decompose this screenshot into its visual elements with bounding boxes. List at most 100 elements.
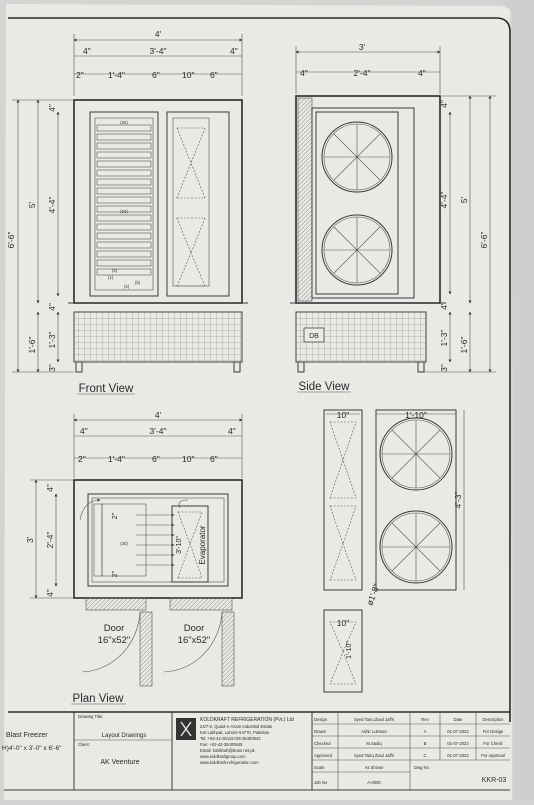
tb-role: Scale [314, 765, 325, 770]
dim-front-s3: 6" [152, 70, 160, 80]
tb-role: Job No [314, 780, 328, 785]
dim-side-base-h: 1'-6" [459, 337, 469, 354]
tb-date: Date [454, 717, 464, 722]
side-view-title: Side View [299, 381, 351, 393]
dim-front-inner: 3'-4" [150, 46, 167, 56]
plan-tray-mark: (20) [120, 541, 128, 546]
tray-mark: (4) [112, 268, 118, 273]
tb-rev: A [424, 729, 427, 734]
sheet-border [8, 17, 511, 722]
dim-side-inner-h: 4'-4" [439, 192, 449, 209]
front-rack-frame [89, 111, 159, 297]
tb-desc: For Design [483, 729, 504, 734]
dim-front-s4: 10" [182, 70, 194, 80]
side-insulation [297, 97, 313, 302]
tb-date: 01-07-2022 [447, 753, 469, 758]
dim-front-inner-h: 4'-4" [47, 197, 57, 214]
dim-front-width: 4' [155, 29, 162, 39]
dim-front-base-h: 1'-6" [27, 337, 37, 354]
tb-name: As Shown [365, 765, 385, 770]
dim-front-body-h: 5' [27, 201, 37, 208]
tb-rev: B [424, 741, 427, 746]
drawing-title: Layout Drawings [102, 733, 147, 739]
dim-plan-inner-depth: 2'-4" [45, 532, 55, 549]
tb-desc: Description [483, 717, 505, 722]
evaporator-label: Evaporator [198, 525, 207, 564]
side-fan-lower [321, 214, 393, 286]
dim-plan-s1: 2" [78, 454, 86, 464]
dim-plan-right: 4" [228, 426, 236, 436]
plan-view: (20) Evaporator 3'-10" 2" 2" Door 16"x52… [25, 410, 243, 705]
dim-plan-depth: 3' [25, 536, 35, 543]
dim-fan-top: 10" [337, 410, 349, 420]
tb-date: 01-07-2022 [447, 729, 469, 734]
tray-mark: (20) [120, 120, 128, 125]
tb-rev: C [423, 753, 426, 758]
dim-side-bottom-gap: 4" [439, 302, 449, 310]
front-view-title: Front View [79, 383, 134, 395]
fan-detail-upper [379, 417, 453, 491]
dim-side-top: 4" [439, 100, 449, 108]
paper [4, 4, 512, 800]
dim-front-s1: 2" [76, 70, 84, 80]
tb-name: Ashir Lukman [361, 729, 387, 734]
dim-front-top: 4" [47, 104, 57, 112]
plan-view-title: Plan View [73, 693, 125, 705]
plan-airflow-arrows [136, 513, 175, 567]
dim-plan-left: 4" [80, 426, 88, 436]
dim-side-leg: 3" [439, 364, 449, 372]
company-logo [176, 718, 196, 740]
door-leaf-right [221, 611, 235, 687]
company-address-1: 24/7-5, Quaid-e-Azam Industrial Estate [200, 724, 273, 729]
dim-front-s5: 6" [210, 70, 218, 80]
company-email: Email: koldkraft@brain.net.pk [200, 748, 256, 753]
tb-role: Approved [314, 753, 333, 758]
dim-plan-s2: 1'-4" [108, 454, 125, 464]
tb-role: Checked [314, 741, 331, 746]
client-label: Client: [78, 742, 90, 747]
db-box [303, 327, 325, 343]
side-leg [417, 361, 425, 373]
door-leaf-left [139, 611, 153, 687]
company-web-2: www.koldkraft-refrigeration.com [200, 760, 259, 765]
tray-mark: (2) [124, 284, 130, 289]
drawing-title-label: Drawing Title: [78, 714, 103, 719]
dim-side-left: 4" [300, 68, 308, 78]
front-view: (20) (10) (4) (1) (2) (5) 4' 4" 3'-4" 4"… [6, 29, 248, 395]
fan-detail-wide [375, 409, 457, 591]
plan-body [73, 479, 243, 599]
door-swing-right [163, 611, 223, 673]
dim-side-inner: 2'-4" [354, 68, 371, 78]
front-evap-frame [166, 111, 230, 297]
dim-plan-bottom: 4" [45, 589, 55, 597]
company-fax: Fax: +92-42-35400645 [200, 742, 243, 747]
tray-mark: (1) [108, 275, 114, 280]
fan-detail-narrow [323, 409, 363, 591]
dim-front-s2: 1'-4" [108, 70, 125, 80]
side-view: DB 3' 4" 2'-4" 4" 6'-6" 5' 4'-4" 4" 4" 1… [290, 42, 496, 393]
door2-size: 16"x52" [178, 635, 211, 646]
dim-side-width: 3' [359, 42, 366, 52]
front-leg [233, 361, 241, 373]
tb-name: A-0000 [367, 780, 381, 785]
dim-front-leg: 3" [47, 364, 57, 372]
company-web-1: www.koldkraftgroup.com [200, 754, 246, 759]
door-swing-left [81, 611, 141, 673]
door2-label: Door [184, 623, 205, 634]
dim-plan-top: 4" [45, 484, 55, 492]
side-fan-upper [321, 121, 393, 193]
dim-fan-right-h: 4'-3" [453, 492, 463, 509]
tb-role: Drawn [314, 729, 327, 734]
dim-plan-tray-a: 2" [112, 512, 119, 519]
company-name: KOLDKRAFT REFRIGERATION (Pvt.) Ltd [200, 717, 294, 723]
dim-side-overall-h: 6'-6" [479, 232, 489, 249]
db-label: DB [309, 333, 319, 340]
tb-dwg-label: Dwg No [414, 765, 430, 770]
tb-role: Design [314, 717, 328, 722]
plan-evaporator [171, 505, 209, 583]
dim-plan-inner: 3'-4" [150, 426, 167, 436]
tray-mark: (10) [120, 209, 128, 214]
tb-rev: Rev [421, 717, 429, 722]
